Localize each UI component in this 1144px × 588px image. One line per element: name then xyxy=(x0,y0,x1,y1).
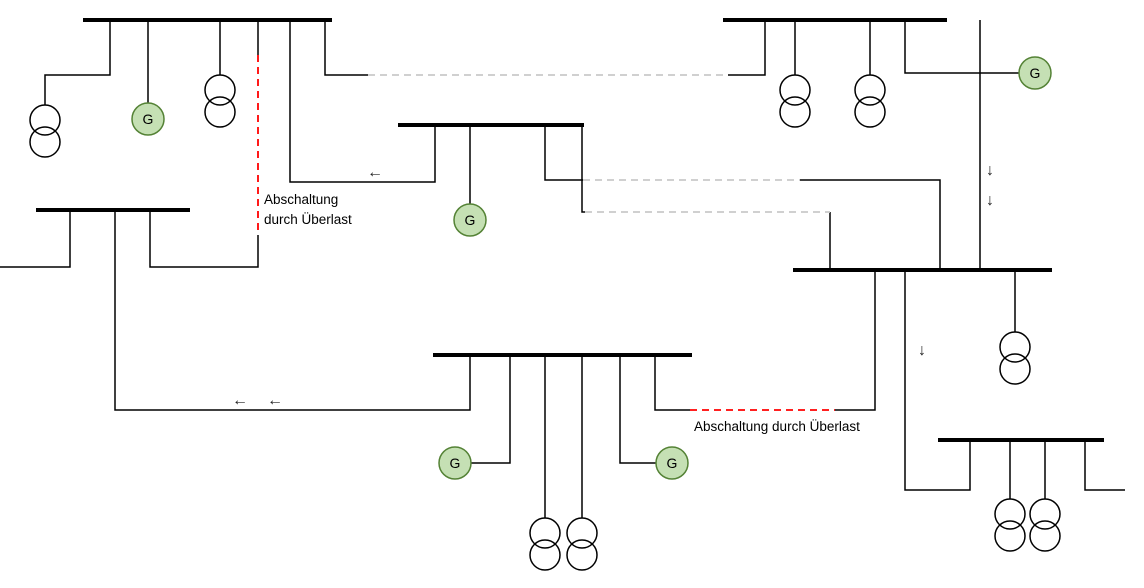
transformers xyxy=(29,74,1061,571)
transformer-circle xyxy=(999,331,1031,363)
wire-middlebus-to-gray-dash-lower xyxy=(581,125,585,213)
generator-circle xyxy=(1018,56,1052,90)
wire-topleft-to-edge-transformer xyxy=(44,20,111,105)
wire-topleft-to-middle-bus xyxy=(289,20,436,183)
generator-label: G xyxy=(450,455,461,471)
generator-circle xyxy=(131,102,165,136)
transformer-circle xyxy=(529,539,561,571)
generator-node: G xyxy=(1018,56,1052,90)
generator-node: G xyxy=(438,446,472,480)
transformer-circle xyxy=(204,96,236,128)
wire-leftmiddle-to-bottom-bus xyxy=(114,210,471,411)
wire-topright-to-gray-dash xyxy=(728,20,766,76)
transformer-circle xyxy=(529,517,561,549)
transformer-icon xyxy=(529,517,561,571)
generator-circle xyxy=(438,446,472,480)
wire-bottombus-to-generator-left xyxy=(471,355,511,464)
transformer-circle xyxy=(779,96,811,128)
labels: Abschaltung durch Überlast Abschaltung d… xyxy=(264,192,860,434)
transformer-circle xyxy=(994,498,1026,530)
wire-bottomright-stub xyxy=(1084,440,1125,491)
transformer-icon xyxy=(204,74,236,128)
generator-label: G xyxy=(465,212,476,228)
transformer-circle xyxy=(854,96,886,128)
flow-arrow-down-icon: ↓ xyxy=(986,162,994,179)
wire-graydash-upper-to-rightcenter-bus xyxy=(800,179,941,270)
transformer-circle xyxy=(854,74,886,106)
transformer-icon xyxy=(999,331,1031,385)
overload-tripped-lines xyxy=(257,55,835,411)
flow-arrow-left-icon: ← xyxy=(367,164,383,181)
transformer-icon xyxy=(29,104,61,158)
transformer-circle xyxy=(566,517,598,549)
wires xyxy=(0,20,1125,518)
busbars xyxy=(36,18,1104,442)
generator-node: G xyxy=(453,203,487,237)
wire-leftmiddle-to-overload-dash xyxy=(149,210,259,268)
transformer-icon xyxy=(1029,498,1061,552)
generators: G G G G G xyxy=(131,56,1052,480)
generator-node: G xyxy=(655,446,689,480)
wire-leftmiddle-to-left-edge xyxy=(0,210,71,268)
flow-arrow-down-icon: ↓ xyxy=(986,192,994,209)
wire-bottombus-to-generator-right xyxy=(619,355,656,464)
transformer-circle xyxy=(779,74,811,106)
wire-topright-to-generator xyxy=(904,20,1019,74)
generator-circle xyxy=(655,446,689,480)
overload-label-vertical-line1: Abschaltung xyxy=(264,192,338,207)
generator-node: G xyxy=(131,102,165,136)
transformer-icon xyxy=(994,498,1026,552)
transformer-circle xyxy=(29,104,61,136)
transformer-circle xyxy=(566,539,598,571)
wire-rightcenter-to-bottomright-bus xyxy=(904,270,971,491)
wire-bottombus-to-overload-dash xyxy=(654,355,690,411)
wire-topleft-to-gray-dash xyxy=(324,20,368,76)
disconnected-lines xyxy=(368,74,830,213)
transformer-circle xyxy=(1029,520,1061,552)
transformer-icon xyxy=(854,74,886,128)
flow-arrows: ← ← ← ↓ ↓ ↓ xyxy=(232,162,994,409)
generator-label: G xyxy=(1030,65,1041,81)
wire-rightcenter-to-overload-dash xyxy=(835,270,876,411)
overload-label-horizontal: Abschaltung durch Überlast xyxy=(694,419,860,434)
flow-arrow-left-icon: ← xyxy=(267,392,283,409)
generator-label: G xyxy=(667,455,678,471)
transformer-circle xyxy=(994,520,1026,552)
generator-circle xyxy=(453,203,487,237)
transformer-circle xyxy=(1029,498,1061,530)
overload-label-vertical-line2: durch Überlast xyxy=(264,212,352,227)
wire-middlebus-to-gray-dash-upper xyxy=(544,125,583,181)
transformer-circle xyxy=(29,126,61,158)
transformer-icon xyxy=(566,517,598,571)
transformer-icon xyxy=(779,74,811,128)
generator-label: G xyxy=(143,111,154,127)
flow-arrow-left-icon: ← xyxy=(232,392,248,409)
transformer-circle xyxy=(204,74,236,106)
transformer-circle xyxy=(999,353,1031,385)
flow-arrow-down-icon: ↓ xyxy=(918,342,926,359)
